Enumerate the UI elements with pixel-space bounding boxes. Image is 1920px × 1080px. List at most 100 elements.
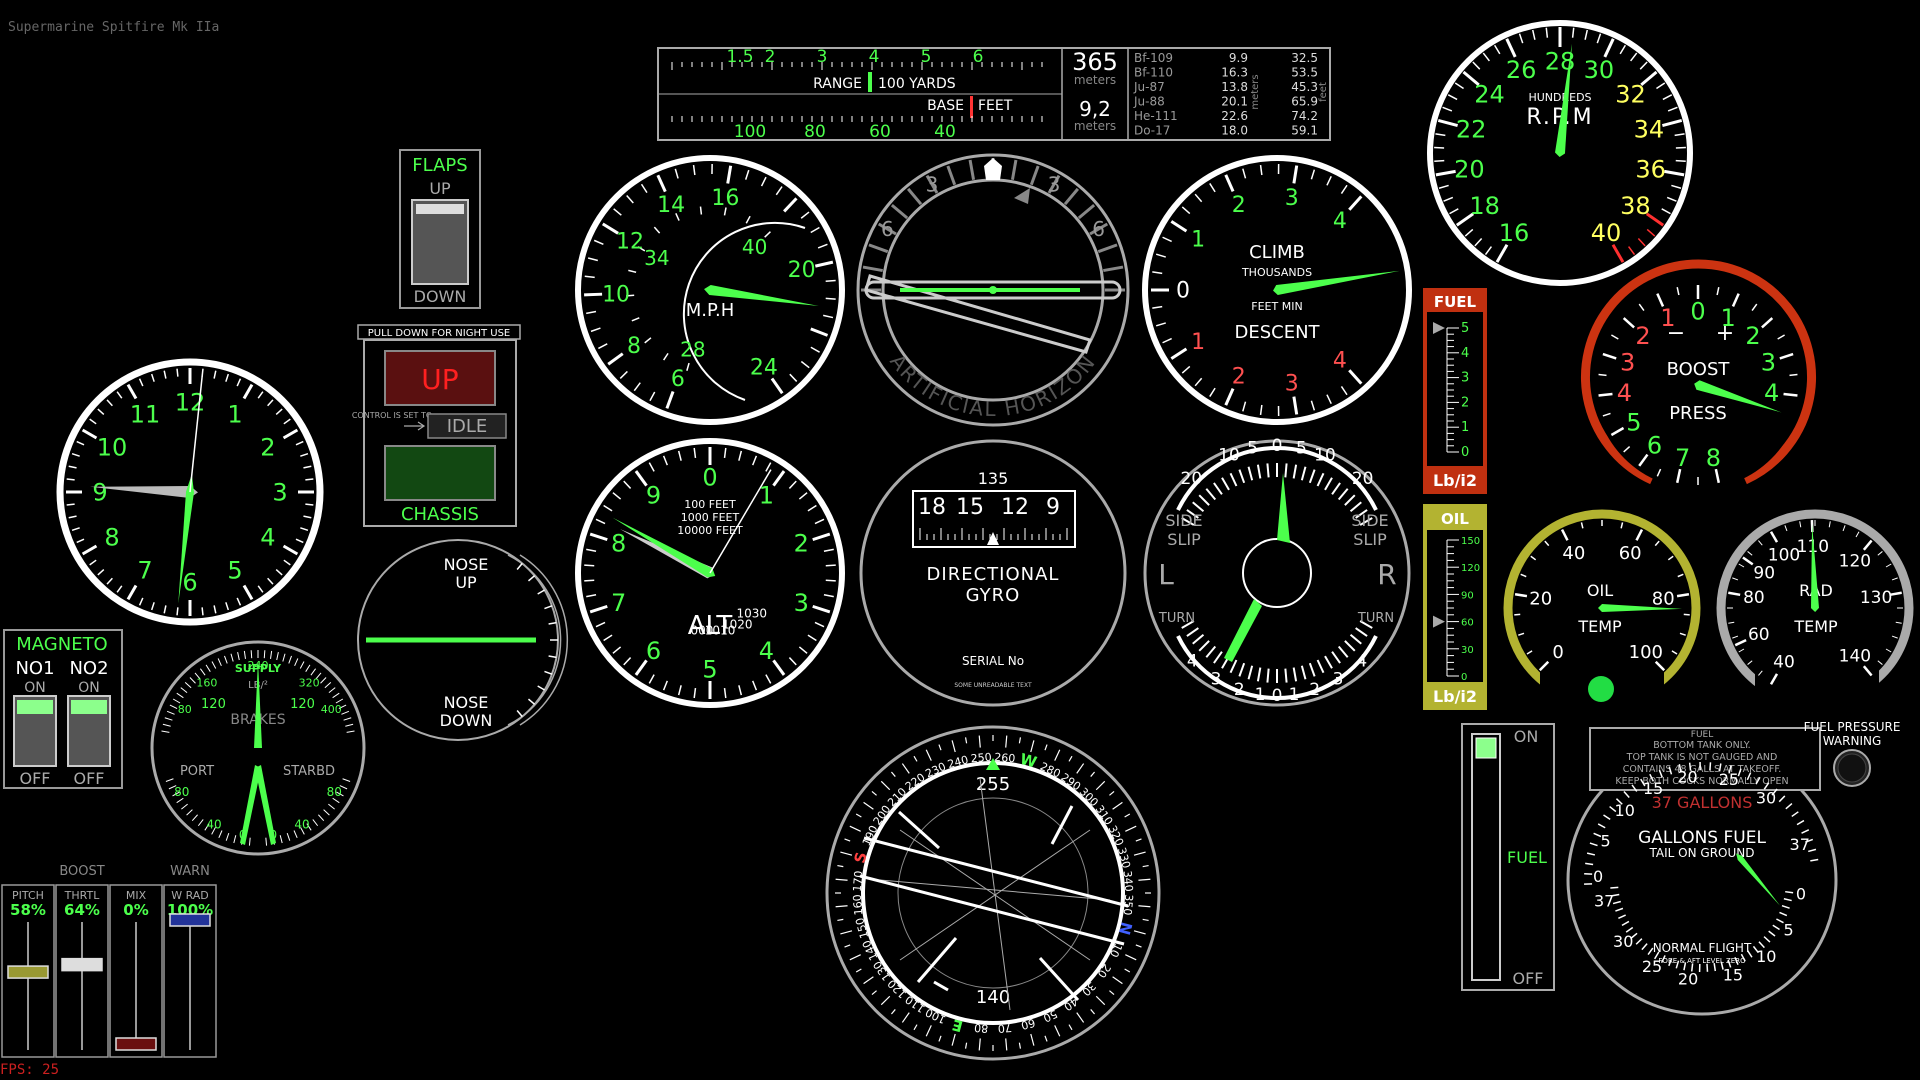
oil-temp-number: 60 [1619,543,1642,564]
alt-baro-num: 000 [690,624,713,638]
fuel-pressure-label2: WARNING [1823,734,1882,748]
clock-number: 1 [227,400,242,428]
boost-number: 3 [1761,349,1776,377]
asi-outer-num: 12 [616,229,644,254]
brakes-supply-num: 400 [321,703,342,716]
lever-handle[interactable] [61,957,103,972]
compass-cardinal: N [1115,920,1136,937]
bar-gauge-num: 3 [1461,371,1469,386]
brakes-starbd-num: 80 [327,785,342,799]
ts-left-label: L [1158,558,1174,591]
chassis-down-button[interactable] [384,445,496,501]
fuel-contents-outer-num: 37 [1790,835,1810,854]
rpm-title: R.P.M [1526,105,1593,130]
ts-bottom-num: 1 [1289,685,1300,705]
brakes-supply-label: SUPPLY [235,662,282,675]
ts-bottom-num: 4 [1356,652,1367,672]
lever-handle[interactable] [169,913,211,927]
rpm-number: 16 [1499,219,1530,247]
asi-unit: M.P.H [686,300,735,321]
fuel-contents-inner-num: 25 [1642,957,1662,976]
compass-lower: 140 [976,987,1010,1008]
asi-inner-num: 40 [742,235,767,259]
fuel-notice-line2: TOP TANK IS NOT GAUGED AND [1626,752,1778,763]
rpm-number: 34 [1634,116,1665,144]
rpm-number: 36 [1635,155,1666,183]
ts-turn-needle [1224,599,1262,662]
vsi-descent-num: 2 [1232,365,1246,390]
vsi-needle [1273,270,1400,295]
boost-number: 0 [1690,297,1705,325]
clock-minute-hand [178,474,194,604]
oil-temp-warning-light [1588,676,1614,702]
levers-warn-label: WARN [170,864,210,879]
fuel-contents-title: GALLONS FUEL [1638,828,1766,848]
radiator-temperature-gauge: 40608090100110120130140 RAD TEMP [1716,509,1914,720]
rad-temp-number: 130 [1860,588,1892,608]
dg-tape-9: 9 [1046,495,1060,520]
clock-number: 10 [97,433,128,461]
chassis-up-button[interactable] [384,350,496,406]
boost-number: 1 [1660,304,1675,332]
lever-handle[interactable] [7,965,49,979]
ts-bottom-num: 1 [1255,685,1266,705]
alt-number: 0 [702,463,717,491]
range-scale-num: 5 [921,47,932,67]
flaps-title: FLAPS [412,155,467,176]
range-value: 365 [1072,48,1118,76]
bar-gauge-num: 1 [1461,420,1469,435]
clock-number: 3 [272,478,287,506]
alt-legend-10000: 10000 FEET [677,524,743,537]
fuel-contents-outer-num: 30 [1756,789,1776,808]
boost-number: 6 [1647,431,1662,459]
oil-temp-number: 0 [1552,642,1563,663]
bar-gauge-num: 2 [1461,395,1469,410]
fuel-contents-level: FORE & AFT LEVEL ZERO [1658,957,1746,965]
boost-number: 4 [1764,379,1779,407]
oil-temp-number: 80 [1652,589,1675,610]
aircraft-name: Ju-87 [1133,80,1165,94]
oil-gauge-unit: Lb/i2 [1433,687,1477,706]
ah-bank-mark: 6 [881,217,894,241]
asi-outer-num: 16 [711,186,739,211]
fuel-switch-handle[interactable] [1475,737,1497,759]
vsi-descent: DESCENT [1234,322,1320,343]
fuel-contents-outer-num: 0 [1593,867,1603,886]
range-scale-num: 1.5 [726,47,753,67]
base-scale-num: 60 [869,122,891,142]
clock-number: 4 [260,523,275,551]
fuel-pressure-warning: FUEL PRESSURE WARNING [1804,720,1900,787]
clock-number: 2 [260,433,275,461]
base-scale-num: 40 [934,122,956,142]
ts-side-right: SIDE [1351,511,1388,530]
ts-turn-left: TURN [1158,611,1195,626]
brakes-gauge: SUPPLY LB/² BRAKES PORT STARBD 801602403… [150,640,366,856]
compass-degree: 340 [1121,870,1136,892]
rpm-number: 24 [1474,80,1505,108]
flaps-lever-handle[interactable] [416,204,464,214]
boost-number: 2 [1745,322,1760,350]
lever-handle[interactable] [115,1037,157,1051]
dg-title: DIRECTIONAL [927,564,1060,585]
magneto-no1-on: ON [24,680,46,696]
alt-number: 1 [759,482,774,510]
fuel-contents-outer-num: 20 [1677,768,1697,787]
brakes-starbd-label: STARBD [283,764,335,779]
base-label: BASE [927,98,964,114]
ts-top-num: 20 [1181,469,1203,489]
flaps-control[interactable]: FLAPS UP DOWN [399,149,481,309]
brakes-port-needle [240,765,261,845]
boost-minus: − [1667,321,1685,346]
lever-name: MIX [126,889,147,902]
rpm-number: 18 [1469,192,1500,220]
compass-degree: 60 [1020,1016,1037,1032]
fuel-switch-slot[interactable] [1471,733,1501,981]
rpm-number: 38 [1620,192,1651,220]
alt-title: ALT [688,611,733,641]
brakes-supply-needle [254,660,262,748]
oil-temp-line2: TEMP [1577,617,1622,636]
